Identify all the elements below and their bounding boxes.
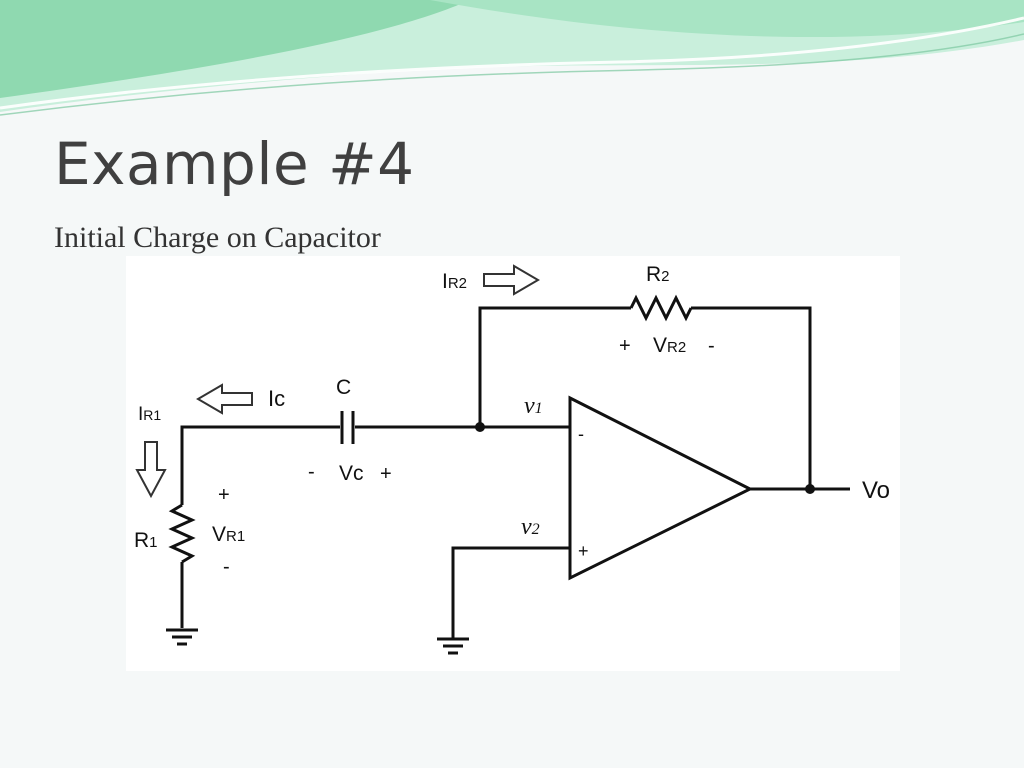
label-vr2-minus: - — [708, 335, 715, 357]
ground-symbol-right — [437, 637, 469, 655]
label-vr2: VR2 — [653, 334, 686, 357]
label-ir2: IR2 — [442, 270, 467, 293]
arrow-right-icon — [483, 264, 540, 296]
label-r2: R2 — [646, 263, 670, 286]
label-ic: Ic — [268, 386, 285, 411]
arrow-down-icon — [135, 441, 167, 499]
header-wave-banner — [0, 0, 1024, 130]
label-vc-plus: + — [380, 463, 392, 485]
label-ir1: IR1 — [138, 404, 161, 425]
label-vr1-minus: - — [223, 556, 230, 578]
label-vr2-plus: + — [619, 335, 631, 357]
label-c: C — [336, 376, 351, 399]
junction-dot-vo — [805, 484, 815, 494]
wire-feedback-right — [691, 306, 812, 489]
label-r1: R1 — [134, 529, 158, 552]
label-vc: Vc — [339, 462, 364, 485]
arrow-left-icon — [196, 383, 253, 415]
wire-r1-to-cap — [180, 425, 340, 505]
circuit-diagram-panel: IR2 R2 + VR2 - C Ic IR1 v1 v2 - Vc + - +… — [126, 256, 900, 671]
label-opamp-plus: + — [578, 541, 589, 561]
label-opamp-minus: - — [578, 424, 584, 444]
ground-symbol-left — [166, 628, 198, 646]
label-v2: v2 — [521, 514, 540, 540]
slide-title: Example #4 — [54, 130, 415, 198]
resistor-r2 — [629, 294, 693, 322]
slide-subtitle: Initial Charge on Capacitor — [54, 221, 381, 254]
wire-feedback — [478, 306, 631, 427]
circuit-diagram: IR2 R2 + VR2 - C Ic IR1 v1 v2 - Vc + - +… — [134, 263, 890, 655]
label-vc-minus: - — [308, 461, 315, 483]
junction-dot-v1 — [475, 422, 485, 432]
label-vr1-plus: + — [218, 484, 230, 506]
wire-v2-to-ground — [451, 546, 570, 638]
label-v1: v1 — [524, 393, 543, 419]
label-vr1: VR1 — [212, 523, 245, 546]
resistor-r1 — [168, 503, 196, 564]
op-amp-triangle — [568, 395, 754, 581]
label-vo: Vo — [862, 477, 890, 504]
